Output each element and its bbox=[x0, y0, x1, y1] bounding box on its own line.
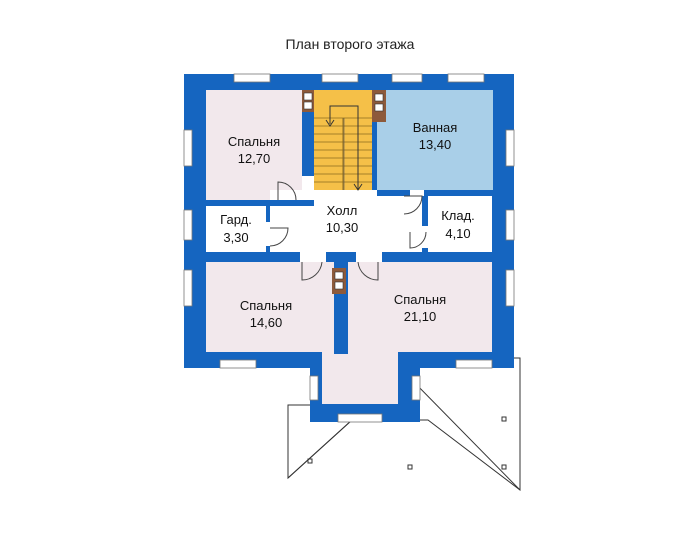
plan-title: План второго этажа bbox=[285, 36, 415, 52]
stair-arrows bbox=[325, 105, 363, 191]
label-wardrobe-area: 3,30 bbox=[223, 230, 248, 245]
label-hall-name: Холл bbox=[327, 203, 358, 218]
label-bedroom-top-name: Спальня bbox=[228, 134, 280, 149]
ventilation-ducts bbox=[302, 90, 386, 294]
room-storage bbox=[428, 196, 492, 252]
roof-outline bbox=[287, 357, 521, 492]
door-swings bbox=[269, 181, 427, 281]
label-storage-area: 4,10 bbox=[445, 226, 470, 241]
label-bathroom-area: 13,40 bbox=[419, 137, 452, 152]
windows bbox=[183, 73, 515, 423]
label-bathroom-name: Ванная bbox=[413, 120, 458, 135]
label-storage-name: Клад. bbox=[441, 208, 475, 223]
room-bedroom-right bbox=[348, 258, 492, 352]
label-bedroom-left-area: 14,60 bbox=[250, 315, 283, 330]
label-hall-area: 10,30 bbox=[326, 220, 359, 235]
room-wardrobe bbox=[206, 206, 266, 252]
room-labels: Спальня 12,70 Ванная 13,40 Гард. 3,30 Хо… bbox=[220, 120, 475, 330]
label-bedroom-top-area: 12,70 bbox=[238, 151, 271, 166]
label-bedroom-right-area: 21,10 bbox=[404, 309, 437, 324]
label-wardrobe-name: Гард. bbox=[220, 212, 252, 227]
label-bedroom-right-name: Спальня bbox=[394, 292, 446, 307]
label-bedroom-left-name: Спальня bbox=[240, 298, 292, 313]
room-bathroom bbox=[377, 90, 493, 190]
room-bedroom-top bbox=[206, 90, 302, 200]
